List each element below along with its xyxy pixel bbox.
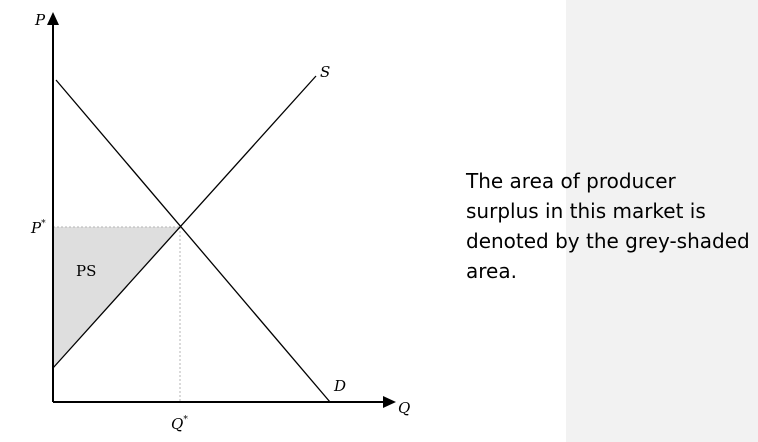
caption-text: The area of producer surplus in this mar… — [466, 169, 750, 283]
producer-surplus-diagram: P Q S D P* Q* PS — [30, 11, 410, 433]
side-panel — [566, 0, 758, 442]
supply-label: S — [320, 63, 330, 81]
price-equilibrium-star: * — [41, 219, 46, 229]
demand-curve — [55, 79, 331, 403]
producer-surplus-label: PS — [76, 262, 96, 280]
x-axis-label: Q — [398, 399, 410, 417]
supply-curve — [52, 75, 317, 369]
x-axis-arrow — [383, 396, 396, 408]
y-axis-arrow — [47, 12, 59, 25]
quantity-equilibrium-letter: Q — [171, 415, 183, 433]
quantity-equilibrium-star: * — [183, 415, 188, 425]
demand-label: D — [333, 377, 346, 395]
price-equilibrium-label: P* — [30, 219, 46, 237]
y-axis-label: P — [34, 11, 46, 29]
quantity-equilibrium-label: Q* — [171, 415, 188, 433]
price-equilibrium-letter: P — [30, 219, 42, 237]
